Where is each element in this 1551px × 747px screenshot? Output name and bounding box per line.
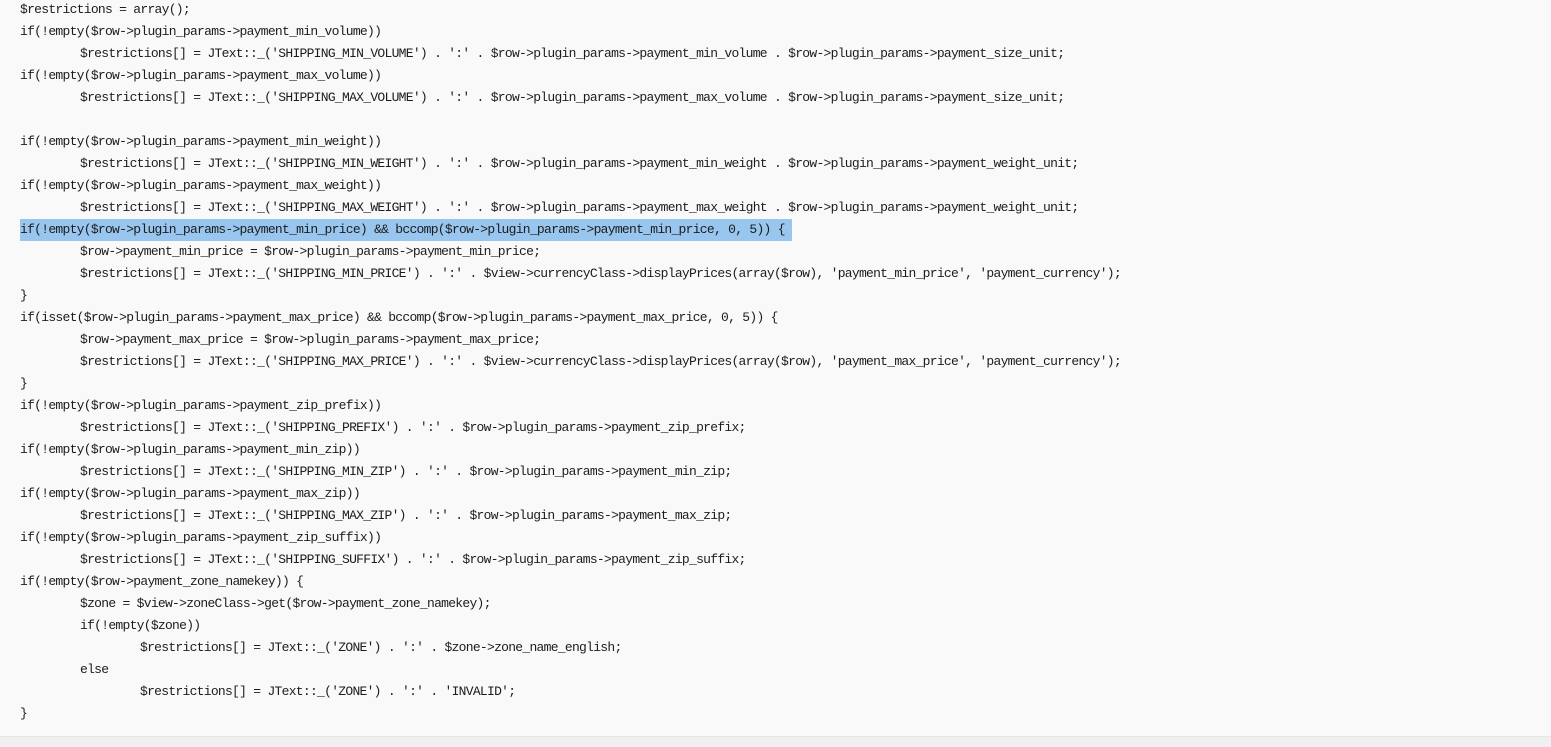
code-line[interactable]: if(!empty($row->plugin_params->payment_m… xyxy=(20,483,1121,505)
code-line-text: $restrictions[] = JText::_('ZONE') . ':'… xyxy=(140,684,516,699)
code-line-text: if(!empty($row->plugin_params->payment_m… xyxy=(20,219,792,241)
code-line-text: $restrictions = array(); xyxy=(20,2,191,17)
code-line[interactable]: $restrictions[] = JText::_('SHIPPING_MAX… xyxy=(20,505,1121,527)
code-line[interactable]: $restrictions[] = JText::_('SHIPPING_MIN… xyxy=(20,153,1121,175)
code-line[interactable]: if(isset($row->plugin_params->payment_ma… xyxy=(20,307,1121,329)
code-line-text: if(!empty($row->plugin_params->payment_m… xyxy=(20,24,382,39)
code-line[interactable]: $row->payment_min_price = $row->plugin_p… xyxy=(20,241,1121,263)
code-block[interactable]: $restrictions = array(); if(!empty($row->… xyxy=(20,0,1122,725)
code-line-text: $restrictions[] = JText::_('SHIPPING_MAX… xyxy=(80,354,1122,369)
code-line-text: $restrictions[] = JText::_('SHIPPING_MIN… xyxy=(80,464,732,479)
code-line[interactable]: $restrictions[] = JText::_('SHIPPING_MIN… xyxy=(20,461,1121,483)
code-line-text: if(!empty($row->plugin_params->payment_m… xyxy=(20,178,382,193)
code-line[interactable]: $restrictions[] = JText::_('SHIPPING_MIN… xyxy=(20,263,1122,285)
code-line-text: if(!empty($row->plugin_params->payment_m… xyxy=(20,486,361,501)
code-line[interactable]: $restrictions[] = JText::_('ZONE') . ':'… xyxy=(20,637,1121,659)
code-line[interactable]: if(!empty($row->plugin_params->payment_m… xyxy=(20,131,1121,153)
code-line-text: } xyxy=(20,376,28,391)
code-line[interactable]: $restrictions[] = JText::_('SHIPPING_MAX… xyxy=(20,197,1121,219)
code-line-text: $zone = $view->zoneClass->get($row->paym… xyxy=(80,596,491,611)
code-line-text: if(!empty($row->plugin_params->payment_m… xyxy=(20,442,361,457)
code-line[interactable]: $row->payment_max_price = $row->plugin_p… xyxy=(20,329,1121,351)
code-line[interactable]: $zone = $view->zoneClass->get($row->paym… xyxy=(20,593,1121,615)
code-line[interactable]: $restrictions[] = JText::_('SHIPPING_PRE… xyxy=(20,417,1121,439)
code-line[interactable]: if(!empty($row->plugin_params->payment_z… xyxy=(20,395,1121,417)
code-line-text: if(!empty($row->plugin_params->payment_m… xyxy=(20,134,382,149)
code-line-text: } xyxy=(20,706,28,721)
code-line[interactable]: $restrictions[] = JText::_('SHIPPING_MAX… xyxy=(20,87,1121,109)
code-line-text: $row->payment_min_price = $row->plugin_p… xyxy=(80,244,541,259)
code-line-text: $row->payment_max_price = $row->plugin_p… xyxy=(80,332,541,347)
code-line[interactable] xyxy=(20,109,1121,131)
code-line[interactable]: } xyxy=(20,285,1121,307)
code-line-text: $restrictions[] = JText::_('SHIPPING_PRE… xyxy=(80,420,746,435)
code-line[interactable]: $restrictions[] = JText::_('SHIPPING_MAX… xyxy=(20,351,1122,373)
code-line-text: else xyxy=(80,662,109,677)
code-line[interactable]: if(!empty($row->plugin_params->payment_z… xyxy=(20,527,1121,549)
code-line[interactable]: if(!empty($row->plugin_params->payment_m… xyxy=(20,21,1121,43)
code-line-text: $restrictions[] = JText::_('SHIPPING_MAX… xyxy=(80,508,732,523)
code-line[interactable]: $restrictions[] = JText::_('ZONE') . ':'… xyxy=(20,681,1121,703)
code-line[interactable]: if(!empty($row->payment_zone_namekey)) { xyxy=(20,571,1121,593)
code-line-selected[interactable]: if(!empty($row->plugin_params->payment_m… xyxy=(20,219,1121,241)
code-line-text: $restrictions[] = JText::_('SHIPPING_MAX… xyxy=(80,90,1065,105)
code-line-text: $restrictions[] = JText::_('SHIPPING_MIN… xyxy=(80,266,1122,281)
code-line[interactable]: if(!empty($row->plugin_params->payment_m… xyxy=(20,65,1121,87)
code-line-text: $restrictions[] = JText::_('ZONE') . ':'… xyxy=(140,640,622,655)
code-line-text: if(!empty($row->plugin_params->payment_m… xyxy=(20,68,382,83)
code-line-text: $restrictions[] = JText::_('SHIPPING_MAX… xyxy=(80,200,1079,215)
code-line-text: $restrictions[] = JText::_('SHIPPING_MIN… xyxy=(80,46,1065,61)
code-line[interactable]: else xyxy=(20,659,1121,681)
code-line[interactable]: } xyxy=(20,703,1121,725)
code-line-text: } xyxy=(20,288,28,303)
code-line[interactable]: if(!empty($row->plugin_params->payment_m… xyxy=(20,175,1121,197)
code-line-text: if(!empty($row->plugin_params->payment_z… xyxy=(20,530,382,545)
code-line[interactable]: } xyxy=(20,373,1121,395)
code-line[interactable]: $restrictions[] = JText::_('SHIPPING_MIN… xyxy=(20,43,1121,65)
code-line[interactable]: if(!empty($zone)) xyxy=(20,615,1121,637)
code-line-text: if(!empty($row->payment_zone_namekey)) { xyxy=(20,574,304,589)
code-line[interactable]: $restrictions[] = JText::_('SHIPPING_SUF… xyxy=(20,549,1121,571)
code-line-text: if(!empty($row->plugin_params->payment_z… xyxy=(20,398,382,413)
code-line[interactable]: $restrictions = array(); xyxy=(20,0,1121,21)
code-line-text: if(!empty($zone)) xyxy=(80,618,201,633)
code-line-text: $restrictions[] = JText::_('SHIPPING_MIN… xyxy=(80,156,1079,171)
code-line[interactable]: if(!empty($row->plugin_params->payment_m… xyxy=(20,439,1121,461)
code-line-text: $restrictions[] = JText::_('SHIPPING_SUF… xyxy=(80,552,746,567)
bottom-bar xyxy=(0,736,1551,747)
code-line-text: if(isset($row->plugin_params->payment_ma… xyxy=(20,310,778,325)
